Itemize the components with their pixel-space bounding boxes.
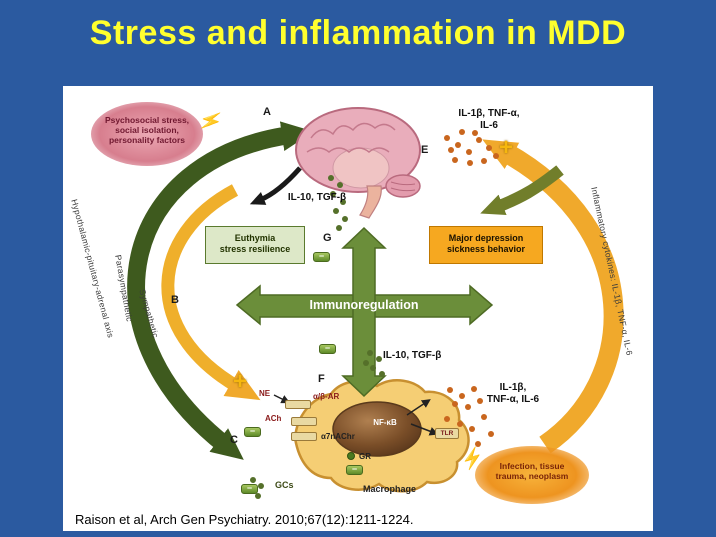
citation: Raison et al, Arch Gen Psychiatry. 2010;… — [75, 512, 414, 527]
euthymia-box: Euthymia stress resilience — [205, 226, 305, 264]
ab-ar-label: α/β-AR — [313, 392, 340, 401]
gr-receptor — [347, 452, 355, 460]
ne-label: NE — [259, 389, 271, 398]
label-letter-c: C — [230, 434, 238, 446]
minus-badge: − — [346, 465, 363, 475]
il10-mid-label: IL-10, TGF-β — [383, 350, 442, 361]
label-letter-a: A — [263, 106, 271, 118]
minus-badge: − — [319, 344, 336, 354]
immunoregulation-label: Immunoregulation — [309, 298, 419, 312]
a7nachr-receptor — [291, 432, 317, 441]
plus-sign: + — [499, 134, 514, 161]
sickness-behavior-arrow — [480, 165, 564, 216]
label-letter-b: B — [171, 294, 179, 306]
ach-receptor — [291, 417, 317, 426]
cytokines-bottom-right-label: IL-1β, TNF-α, IL-6 — [486, 382, 540, 405]
macrophage-nucleus — [332, 401, 422, 457]
il10-top-label: IL-10, TGF-β — [287, 192, 347, 203]
minus-badge: − — [241, 484, 258, 494]
macrophage-cell — [293, 379, 470, 493]
il10-black-arrow — [249, 166, 302, 205]
major-depression-box: Major depression sickness behavior — [429, 226, 543, 264]
brain-illustration — [295, 107, 421, 219]
nfkb-label: NF-κB — [373, 418, 397, 427]
minus-badge: − — [244, 427, 261, 437]
immunoregulation-cross-arrow — [235, 226, 494, 398]
a7nachr-label: α7nAChr — [321, 432, 355, 441]
diagram-canvas — [127, 107, 624, 499]
label-letter-f: F — [318, 373, 325, 385]
tlr-receptor: TLR — [435, 428, 459, 439]
label-letter-g: G — [323, 232, 332, 244]
slide-title: Stress and inflammation in MDD — [89, 14, 627, 52]
diagram-panel: Psychosocial stress, social isolation, p… — [63, 86, 653, 531]
antiinflammatory-dots — [246, 175, 385, 499]
minus-badge: − — [313, 252, 330, 262]
ab-ar-receptor — [285, 400, 311, 409]
macrophage-label: Macrophage — [363, 484, 417, 494]
label-letter-e: E — [421, 144, 429, 156]
plus-sign: + — [233, 368, 248, 395]
ach-label: ACh — [265, 414, 282, 423]
cytokines-top-right-label: IL-1β, TNF-α, IL-6 — [458, 108, 520, 131]
inflammatory-dots — [444, 129, 499, 447]
hpa-axis-arrow — [127, 121, 314, 460]
gcs-label: GCs — [275, 480, 294, 490]
sympathetic-arrow — [161, 184, 261, 401]
psychosocial-stress-blob: Psychosocial stress, social isolation, p… — [91, 102, 203, 166]
signalling-arrows — [273, 394, 439, 436]
infection-blob: Infection, tissue trauma, neoplasm — [475, 446, 589, 504]
inflammatory-cytokines-arrow — [482, 139, 624, 454]
gr-label: GR — [359, 452, 371, 461]
